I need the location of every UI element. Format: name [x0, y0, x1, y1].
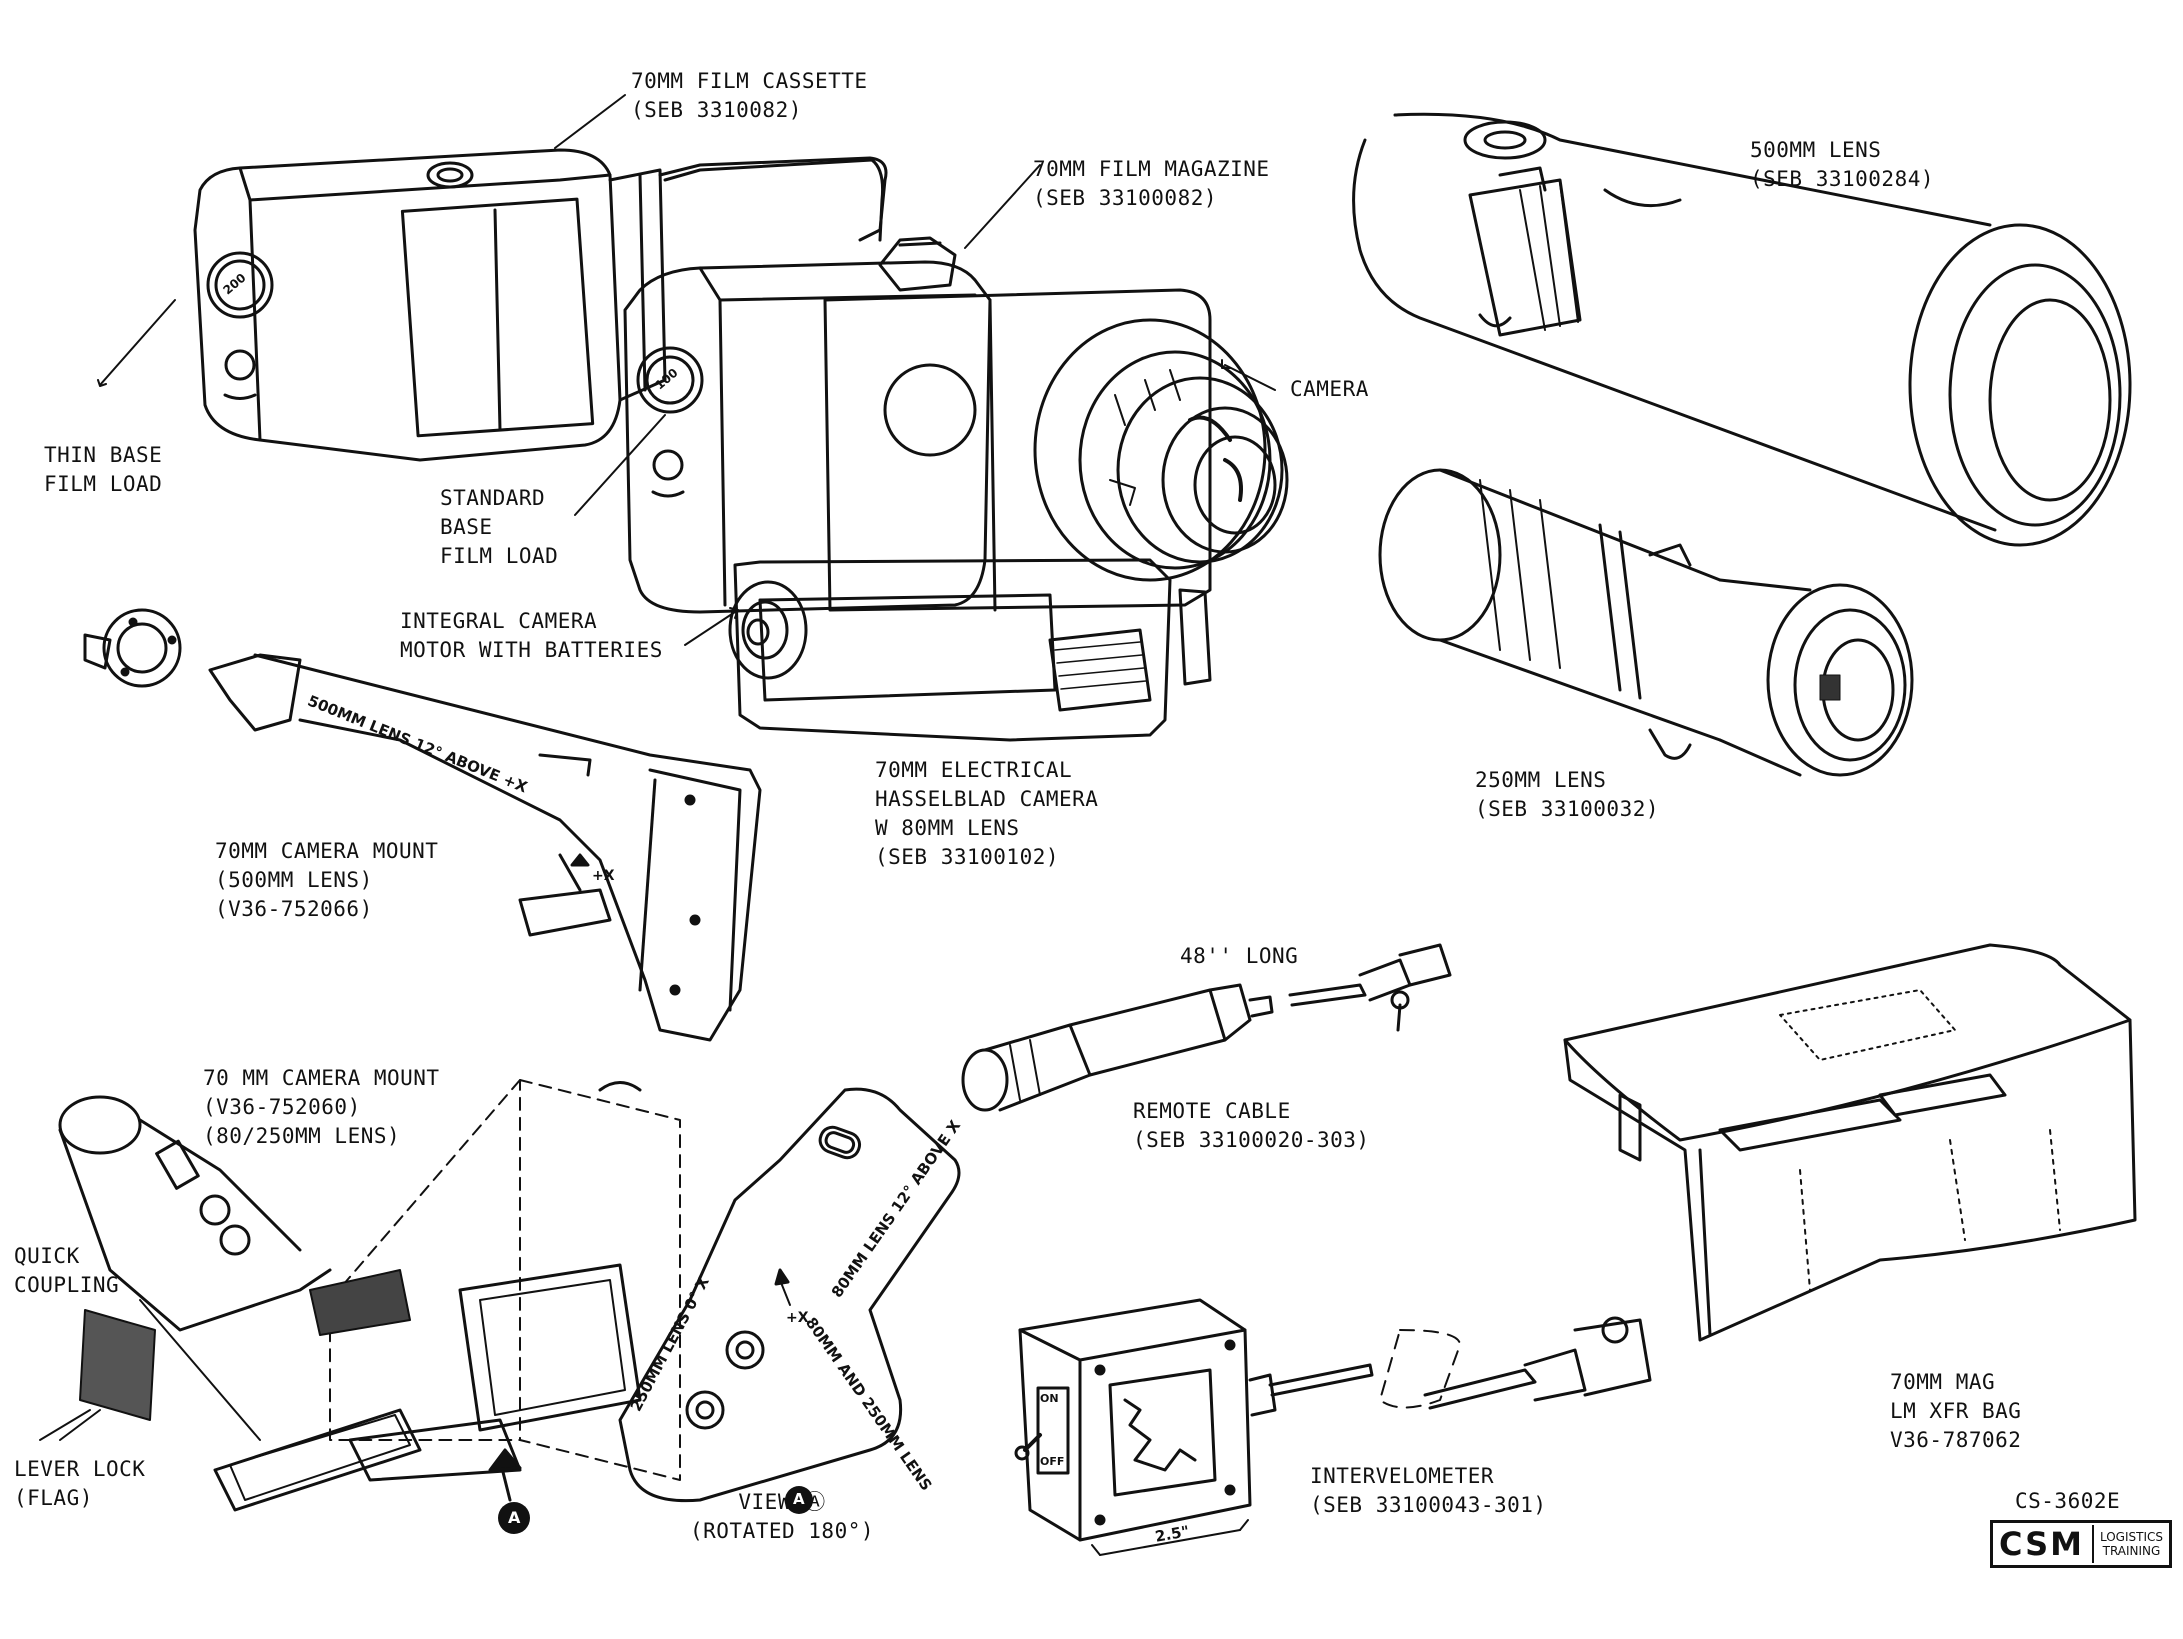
- csm-logo-main: CSM: [1999, 1525, 2094, 1563]
- label-camera-mount-500mm: 70MM CAMERA MOUNT (500MM LENS) (V36-7520…: [215, 839, 439, 921]
- csm-logo-sub: LOGISTICS TRAINING: [2099, 1530, 2163, 1558]
- label-doc-code: CS-3602E: [2015, 1489, 2121, 1513]
- label-view-a: VIEW Ⓐ (ROTATED 180°): [690, 1490, 875, 1543]
- label-xfr-bag: 70MM MAG LM XFR BAG V36-787062: [1890, 1370, 2022, 1452]
- label-remote-cable: REMOTE CABLE (SEB 33100020-303): [1133, 1099, 1370, 1152]
- label-500mm-lens: 500MM LENS (SEB 33100284): [1750, 138, 1935, 191]
- label-integral-camera-motor: INTEGRAL CAMERA MOTOR WITH BATTERIES: [400, 609, 663, 662]
- label-cable-length: 48'' LONG: [1180, 944, 1299, 968]
- mark-view-plus-x: +X: [786, 1310, 809, 1326]
- marker-a-mount: A: [508, 1508, 521, 1527]
- mark-switch-off: OFF: [1040, 1455, 1065, 1468]
- view-a-plate-drawing: [618, 1087, 961, 1514]
- label-lever-lock: LEVER LOCK (FLAG): [14, 1457, 146, 1510]
- remote-cable-drawing: [961, 943, 1452, 1112]
- lens-250mm-drawing: [1378, 468, 1914, 777]
- camera-mount-80-250mm-drawing: [39, 1079, 681, 1534]
- label-standard-base-film-load: STANDARD BASE FILM LOAD: [440, 486, 559, 568]
- label-film-magazine: 70MM FILM MAGAZINE (SEB 33100082): [1033, 157, 1270, 210]
- label-film-cassette: 70MM FILM CASSETTE (SEB 3310082): [631, 69, 868, 122]
- film-cassette-drawing: [97, 94, 888, 462]
- mark-switch-on: ON: [1040, 1392, 1059, 1405]
- xfr-bag-drawing: [1563, 943, 2137, 1342]
- label-intervelometer: INTERVELOMETER (SEB 33100043-301): [1310, 1464, 1547, 1517]
- intervelometer-drawing: [1014, 1298, 1652, 1556]
- camera-mount-500mm-drawing: [83, 608, 762, 1042]
- mark-plus-x: +X: [592, 868, 615, 884]
- marker-a-view: A: [793, 1490, 805, 1508]
- hasselblad-camera-drawing: [574, 158, 1289, 742]
- csm-logistics-logo: CSM LOGISTICS TRAINING: [1990, 1520, 2172, 1568]
- lens-500mm-drawing: [1352, 112, 2132, 547]
- label-thin-base-film-load: THIN BASE FILM LOAD: [44, 443, 163, 496]
- label-electrical-hasselblad-camera: 70MM ELECTRICAL HASSELBLAD CAMERA W 80MM…: [875, 758, 1099, 869]
- label-camera: CAMERA: [1290, 377, 1369, 401]
- label-camera-mount-80-250mm: 70 MM CAMERA MOUNT (V36-752060) (80/250M…: [203, 1066, 440, 1148]
- label-quick-coupling: QUICK COUPLING: [14, 1244, 120, 1297]
- label-250mm-lens: 250MM LENS (SEB 33100032): [1475, 768, 1660, 821]
